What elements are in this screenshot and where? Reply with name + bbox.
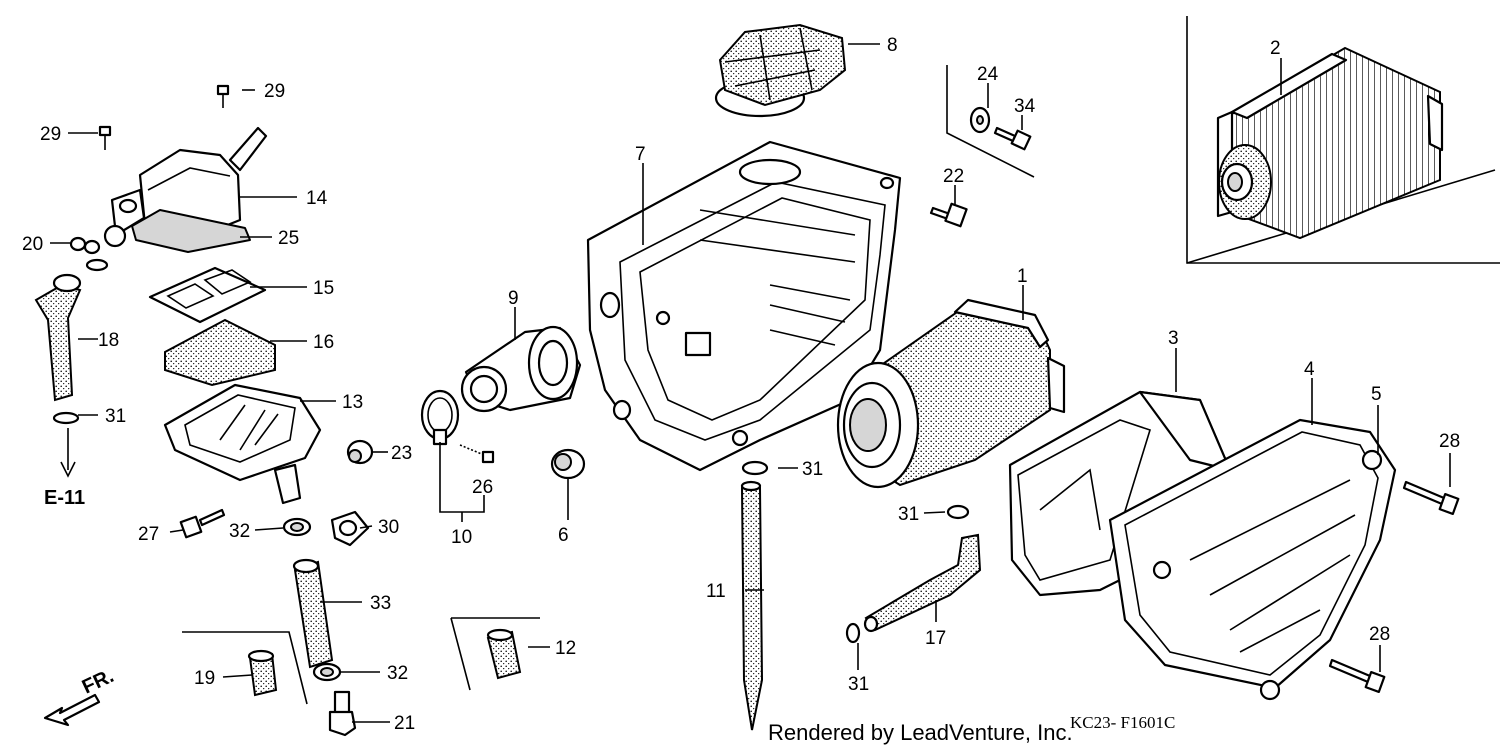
callout-32-upper: 32 — [229, 521, 250, 542]
callout-19: 19 — [194, 668, 215, 689]
filter-element-1[interactable] — [836, 298, 1066, 489]
intake-boot-9[interactable] — [460, 325, 582, 413]
diagram-code: KC23- F1601C — [1070, 713, 1175, 732]
callout-31-lower: 31 — [848, 674, 869, 695]
tube-33[interactable] — [292, 558, 334, 669]
screw-29-top[interactable] — [216, 84, 230, 108]
callout-34: 34 — [1014, 96, 1036, 117]
bolt-34[interactable] — [993, 126, 1032, 151]
callout-31-tube: 31 — [802, 459, 823, 480]
air-cleaner-cover-4-5[interactable] — [1108, 418, 1397, 701]
breather-housing-13[interactable] — [163, 383, 322, 505]
arrow-e11 — [60, 428, 76, 478]
leader-lines — [50, 43, 1451, 723]
washer-24[interactable] — [969, 106, 991, 134]
callout-8: 8 — [887, 35, 898, 56]
bolt-28-lower[interactable] — [1328, 658, 1386, 694]
filter-pad-16[interactable] — [164, 318, 276, 387]
orings-20[interactable] — [69, 236, 109, 272]
clamp-32-upper[interactable] — [282, 517, 312, 537]
clip-31-hose-lower[interactable] — [845, 622, 861, 644]
callout-32-lower: 32 — [387, 663, 408, 684]
callout-21: 21 — [394, 713, 415, 734]
callout-29-left: 29 — [40, 124, 61, 145]
air-cleaner-case-7[interactable] — [586, 140, 902, 472]
callout-7: 7 — [635, 144, 646, 165]
callout-14: 14 — [306, 188, 328, 209]
callout-23: 23 — [391, 443, 412, 464]
callout-27: 27 — [138, 524, 159, 545]
reference-e11: E-11 — [44, 487, 85, 509]
callout-24: 24 — [977, 64, 999, 85]
breather-hose-17[interactable] — [863, 533, 982, 633]
callout-22: 22 — [943, 166, 964, 187]
callout-2: 2 — [1270, 38, 1281, 59]
bolt-22[interactable] — [929, 202, 968, 228]
callout-16: 16 — [313, 332, 334, 353]
callout-30: 30 — [378, 517, 399, 538]
drain-plug-21[interactable] — [328, 690, 357, 737]
drain-tube-11[interactable] — [740, 480, 764, 731]
callout-10: 10 — [451, 527, 472, 548]
callout-1: 1 — [1017, 266, 1028, 287]
bolt-26[interactable] — [459, 444, 495, 464]
callout-20: 20 — [22, 234, 43, 255]
callout-18: 18 — [98, 330, 119, 351]
air-filter-element-2[interactable] — [1216, 46, 1444, 240]
callout-28-lower: 28 — [1369, 624, 1390, 645]
plug-23[interactable] — [346, 439, 374, 465]
callout-28-upper: 28 — [1439, 431, 1460, 452]
clip-31-tube[interactable] — [741, 460, 769, 476]
callout-12: 12 — [555, 638, 576, 659]
callout-9: 9 — [508, 288, 519, 309]
grommet-6[interactable] — [550, 448, 586, 480]
clip-31-left[interactable] — [52, 411, 80, 425]
intake-cap-8[interactable] — [714, 23, 847, 118]
direction-label: FR. — [79, 665, 117, 699]
bracket-24-34 — [946, 65, 1035, 178]
callout-25: 25 — [278, 228, 299, 249]
screw-29-left[interactable] — [98, 125, 112, 150]
callout-labels: 2 8 24 34 22 7 1 9 3 4 5 28 28 29 29 14 … — [22, 35, 1460, 734]
bolt-28-upper[interactable] — [1402, 480, 1460, 516]
reed-plate-15[interactable] — [148, 266, 267, 324]
cap-12[interactable] — [486, 628, 522, 680]
hose-18[interactable] — [34, 273, 82, 402]
clip-31-hose-upper[interactable] — [946, 504, 970, 520]
callout-3: 3 — [1168, 328, 1179, 349]
callout-5: 5 — [1371, 384, 1382, 405]
callout-33: 33 — [370, 593, 391, 614]
callout-31-left: 31 — [105, 406, 126, 427]
callout-4: 4 — [1304, 359, 1315, 380]
credit-text: Rendered by LeadVenture, Inc. — [768, 720, 1073, 745]
callout-13: 13 — [342, 392, 363, 413]
clamp-32-lower[interactable] — [312, 662, 342, 682]
callout-15: 15 — [313, 278, 334, 299]
front-direction-arrow: FR. — [43, 665, 117, 727]
bracket-12 — [450, 617, 540, 691]
band-clamp-10[interactable] — [420, 389, 460, 446]
callout-11: 11 — [706, 581, 726, 602]
callout-29-top: 29 — [264, 81, 285, 102]
callout-6: 6 — [558, 525, 569, 546]
clamp-30[interactable] — [330, 510, 370, 547]
bracket-19 — [182, 631, 308, 705]
bolt-27[interactable] — [179, 508, 226, 539]
gasket-25[interactable] — [131, 209, 251, 253]
callout-31-hose: 31 — [898, 504, 919, 525]
callout-17: 17 — [925, 628, 946, 649]
cap-19[interactable] — [247, 649, 278, 697]
callout-26: 26 — [472, 477, 493, 498]
